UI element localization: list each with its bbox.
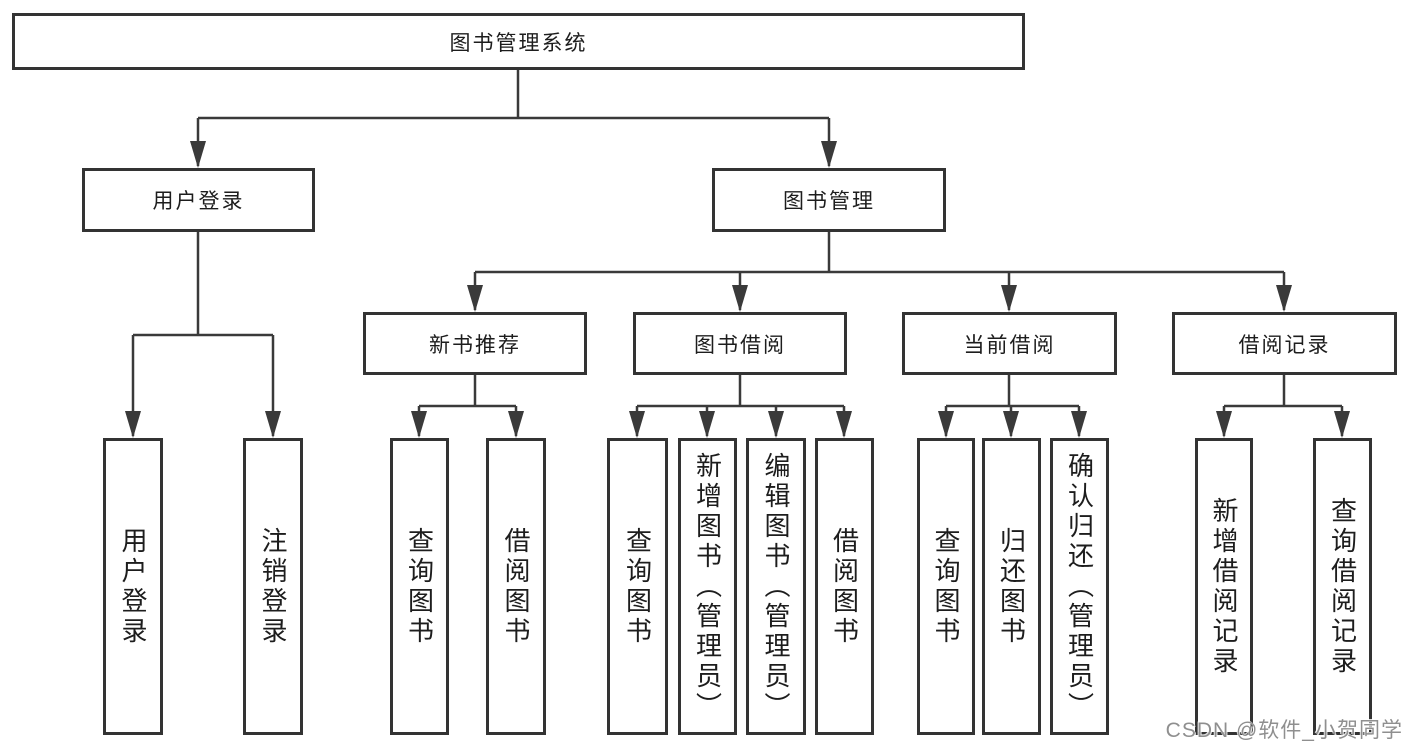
leaf-return-books: 归还图书 bbox=[982, 438, 1041, 735]
node-new-book-recommend: 新书推荐 bbox=[363, 312, 587, 375]
leaf-query-books-current: 查询图书 bbox=[917, 438, 975, 735]
watermark-text: CSDN @软件_小贺同学 bbox=[1165, 719, 1403, 742]
leaf-query-borrow-record: 查询借阅记录 bbox=[1313, 438, 1372, 735]
node-borrow-records: 借阅记录 bbox=[1172, 312, 1397, 375]
arrowheads bbox=[125, 141, 1350, 438]
node-book-management: 图书管理 bbox=[712, 168, 946, 232]
leaf-query-books-recommend: 查询图书 bbox=[390, 438, 449, 735]
node-book-borrow: 图书借阅 bbox=[633, 312, 847, 375]
leaf-edit-books-admin: 编辑图书（管理员） bbox=[746, 438, 806, 735]
leaf-add-borrow-record: 新增借阅记录 bbox=[1195, 438, 1253, 735]
leaf-borrow-books: 借阅图书 bbox=[815, 438, 874, 735]
leaf-query-books-borrow: 查询图书 bbox=[607, 438, 668, 735]
leaf-user-login: 用户登录 bbox=[103, 438, 163, 735]
node-current-borrow: 当前借阅 bbox=[902, 312, 1117, 375]
node-root-system: 图书管理系统 bbox=[12, 13, 1025, 70]
connector-path bbox=[131, 70, 1344, 436]
leaf-borrow-books-recommend: 借阅图书 bbox=[486, 438, 546, 735]
node-user-login: 用户登录 bbox=[82, 168, 315, 232]
leaf-confirm-return-admin: 确认归还（管理员） bbox=[1050, 438, 1109, 735]
leaf-logout: 注销登录 bbox=[243, 438, 303, 735]
leaf-add-books-admin: 新增图书（管理员） bbox=[678, 438, 737, 735]
